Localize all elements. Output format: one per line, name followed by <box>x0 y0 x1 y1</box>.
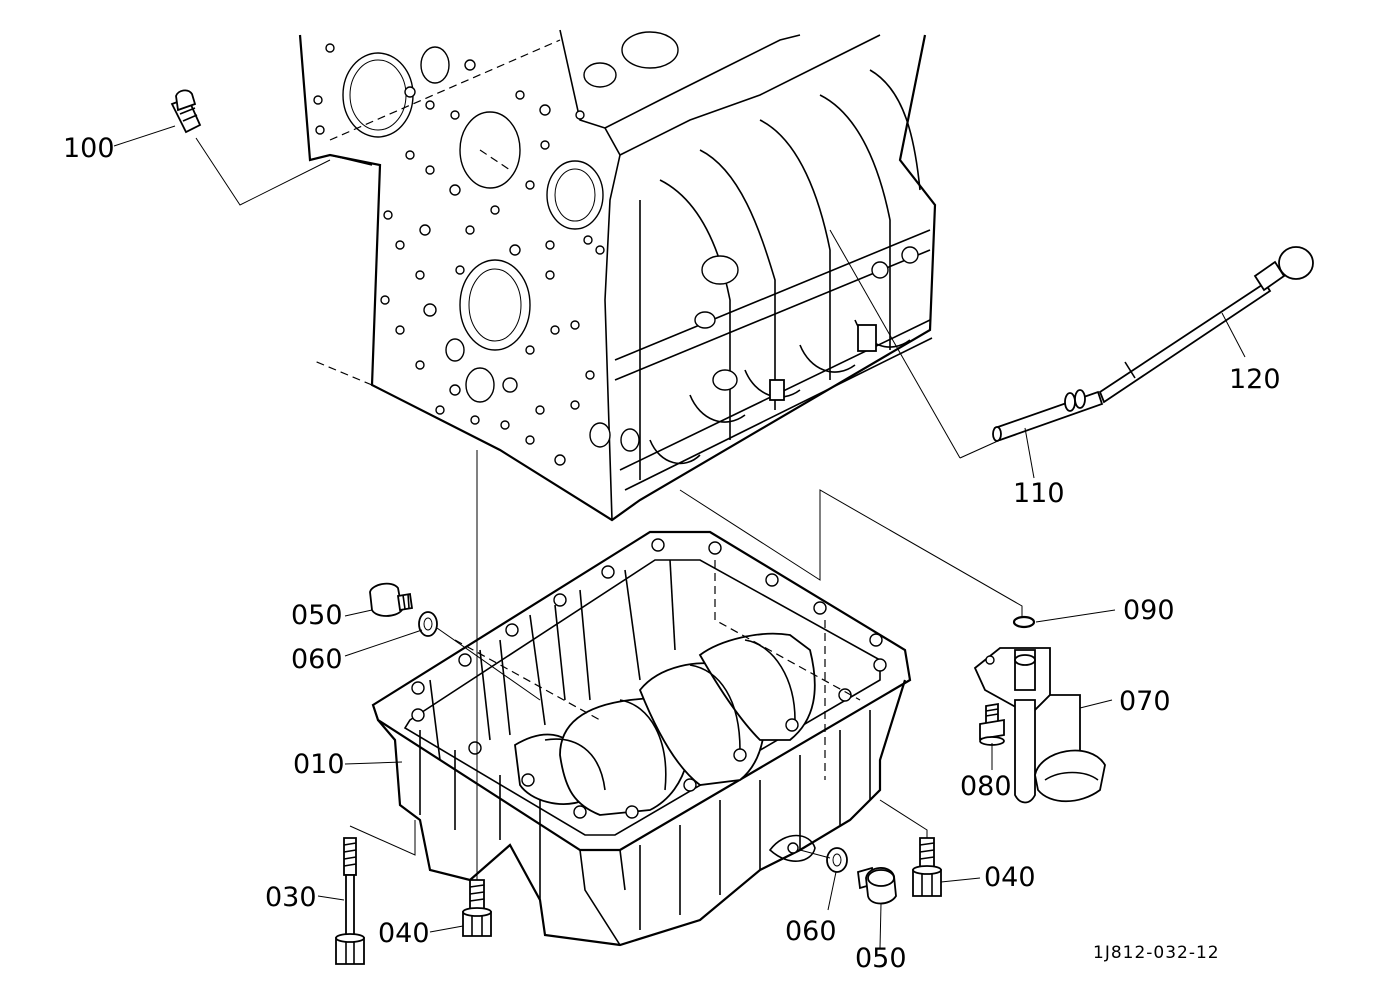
part-label-090: 090 <box>1123 595 1175 626</box>
part-label-050-bottom: 050 <box>855 943 907 974</box>
drain-plug-icon <box>857 866 897 905</box>
part-label-060-bottom: 060 <box>785 916 837 947</box>
engine-block-icon <box>298 29 937 522</box>
stud-bolt-icon <box>335 837 365 965</box>
oil-pan-icon <box>371 530 912 947</box>
flange-bolt-icon <box>912 837 942 897</box>
dipstick-guide-icon <box>992 389 1104 442</box>
part-label-010: 010 <box>293 749 345 780</box>
block-bolt-holes <box>313 43 605 466</box>
o-ring-icon <box>1012 615 1036 629</box>
part-label-110: 110 <box>1013 478 1065 509</box>
diagram-reference-code: 1J812-032-12 <box>1093 943 1220 963</box>
part-label-040-left: 040 <box>378 918 430 949</box>
oil-strainer-icon <box>973 647 1106 804</box>
flange-bolt-icon <box>462 879 492 937</box>
gasket-icon <box>418 611 438 637</box>
part-label-120: 120 <box>1229 364 1281 395</box>
part-label-100: 100 <box>63 133 115 164</box>
part-label-030: 030 <box>265 882 317 913</box>
gasket-icon <box>826 847 848 873</box>
leader-lines <box>113 125 1246 949</box>
drain-plug-icon <box>369 582 414 617</box>
part-label-040-right: 040 <box>984 862 1036 893</box>
strainer-bolt-icon <box>979 702 1005 746</box>
part-label-060-top: 060 <box>291 644 343 675</box>
part-label-070: 070 <box>1119 686 1171 717</box>
plug-icon <box>170 89 202 134</box>
part-label-050-top: 050 <box>291 600 343 631</box>
dipstick-icon <box>1098 246 1314 404</box>
part-label-080: 080 <box>960 771 1012 802</box>
